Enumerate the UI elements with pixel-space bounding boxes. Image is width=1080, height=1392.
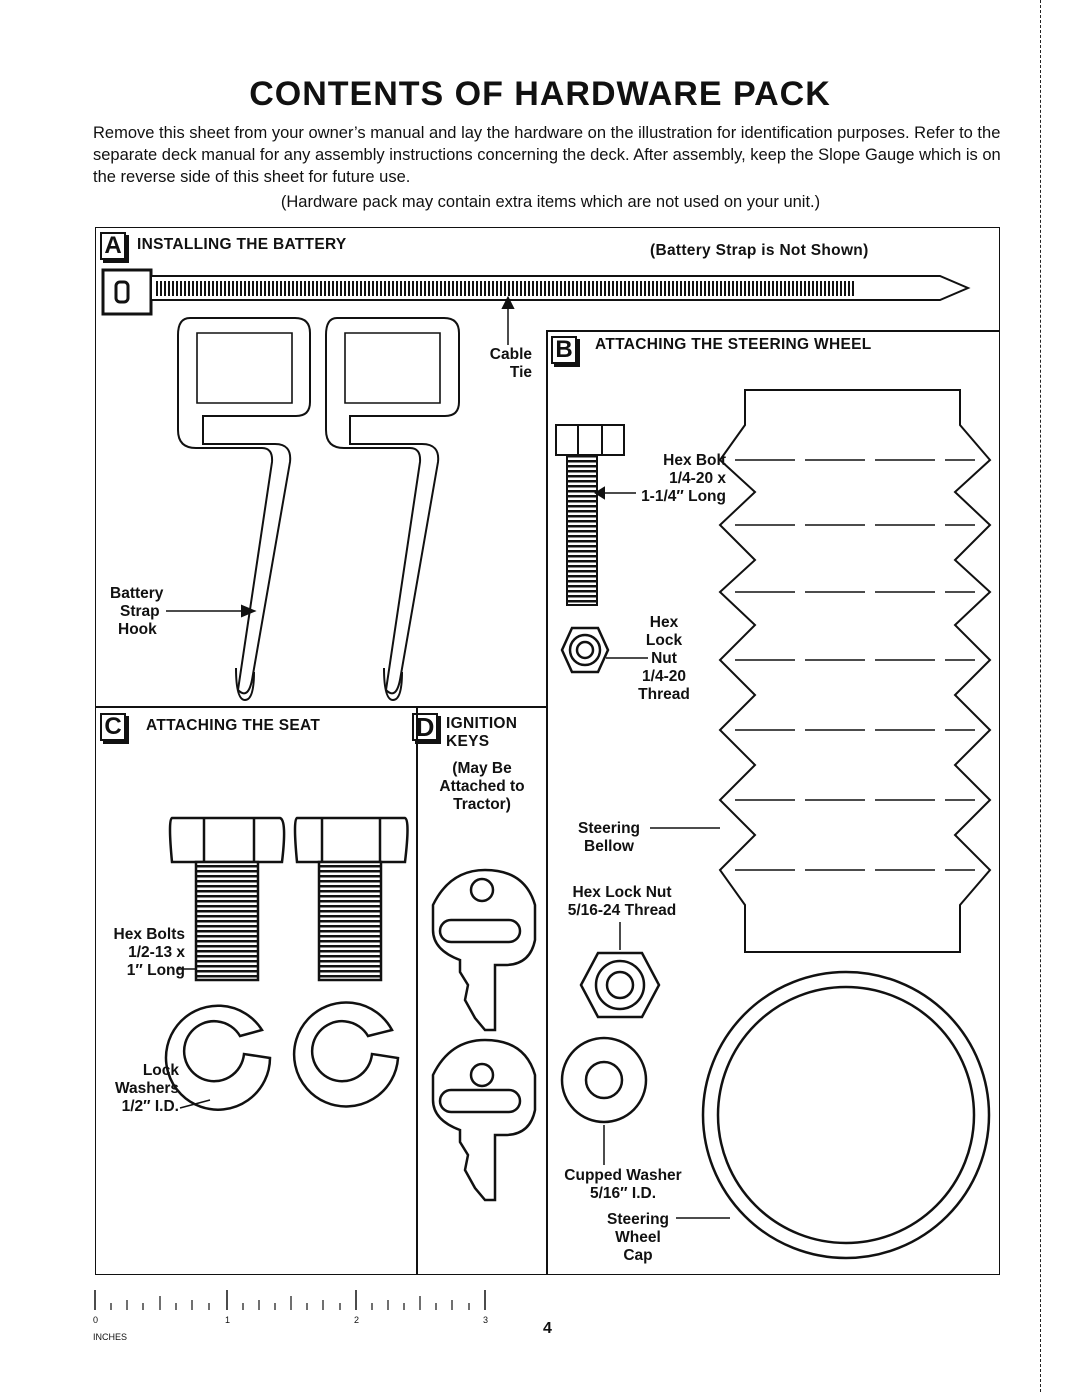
divider-cd-top <box>95 706 547 708</box>
page-number: 4 <box>543 1320 552 1337</box>
section-b-letter: B <box>551 336 577 364</box>
page-title: CONTENTS OF HARDWARE PACK <box>249 75 831 113</box>
divider-b-top <box>546 330 1000 332</box>
hex-bolt-small-drawing <box>555 424 636 606</box>
hardware-frame <box>95 227 1000 1275</box>
inch-ruler <box>94 1290 486 1310</box>
section-a-heading: INSTALLING THE BATTERY <box>137 236 347 253</box>
wheel-cap-label: Steering Wheel Cap <box>606 1211 669 1264</box>
section-c-heading: ATTACHING THE SEAT <box>146 717 321 734</box>
lock-nut-label: Hex Lock Nut 1/4-20 Thread <box>638 614 690 703</box>
ignition-keys-drawing <box>431 868 537 1202</box>
section-b-header: B <box>551 336 577 364</box>
section-b-heading: ATTACHING THE STEERING WHEEL <box>595 336 872 353</box>
divider-b-left <box>546 330 548 1275</box>
extra-items-note: (Hardware pack may contain extra items w… <box>280 193 821 211</box>
steering-wheel-cap-drawing <box>676 970 991 1260</box>
lock-washers-label: Lock Washers 1/2″ I.D. <box>114 1062 179 1115</box>
seat-hex-bolts-drawing <box>168 816 409 982</box>
keys-note: (May Be Attached to Tractor) <box>439 760 525 813</box>
intro-paragraph: Remove this sheet from your owner’s manu… <box>93 124 1001 186</box>
ruler-tick-0: 0 <box>93 1315 99 1325</box>
cable-tie-drawing <box>101 268 971 345</box>
ruler-unit: INCHES <box>93 1332 128 1342</box>
divider-c-d <box>416 706 418 1275</box>
section-c-letter: C <box>100 713 126 741</box>
cupped-washer-drawing <box>560 1036 648 1165</box>
battery-strap-hooks-drawing <box>166 317 460 702</box>
section-a-header: A <box>100 232 126 260</box>
ruler-tick-2: 2 <box>354 1315 360 1325</box>
section-d-header: D <box>412 713 438 741</box>
section-d-letter: D <box>412 713 438 741</box>
section-c-header: C <box>100 713 126 741</box>
lock-nut-small-drawing <box>560 626 648 674</box>
hex-bolt-label: Hex Bolt 1/4-20 x 1-1/4″ Long <box>641 452 726 505</box>
seat-lock-washers-drawing <box>164 1001 400 1111</box>
ruler-tick-1: 1 <box>225 1315 231 1325</box>
hex-bolts-label: Hex Bolts 1/2-13 x 1″ Long <box>113 926 186 979</box>
ruler-tick-3: 3 <box>483 1315 489 1325</box>
steering-bellow-drawing <box>650 389 992 953</box>
hex-lock-nut-large-drawing <box>579 922 661 1019</box>
strap-hook-label: Battery Strap Hook <box>110 585 164 638</box>
section-a-aside: (Battery Strap is Not Shown) <box>650 242 869 259</box>
cut-line <box>1040 0 1042 1392</box>
section-a-letter: A <box>100 232 126 260</box>
